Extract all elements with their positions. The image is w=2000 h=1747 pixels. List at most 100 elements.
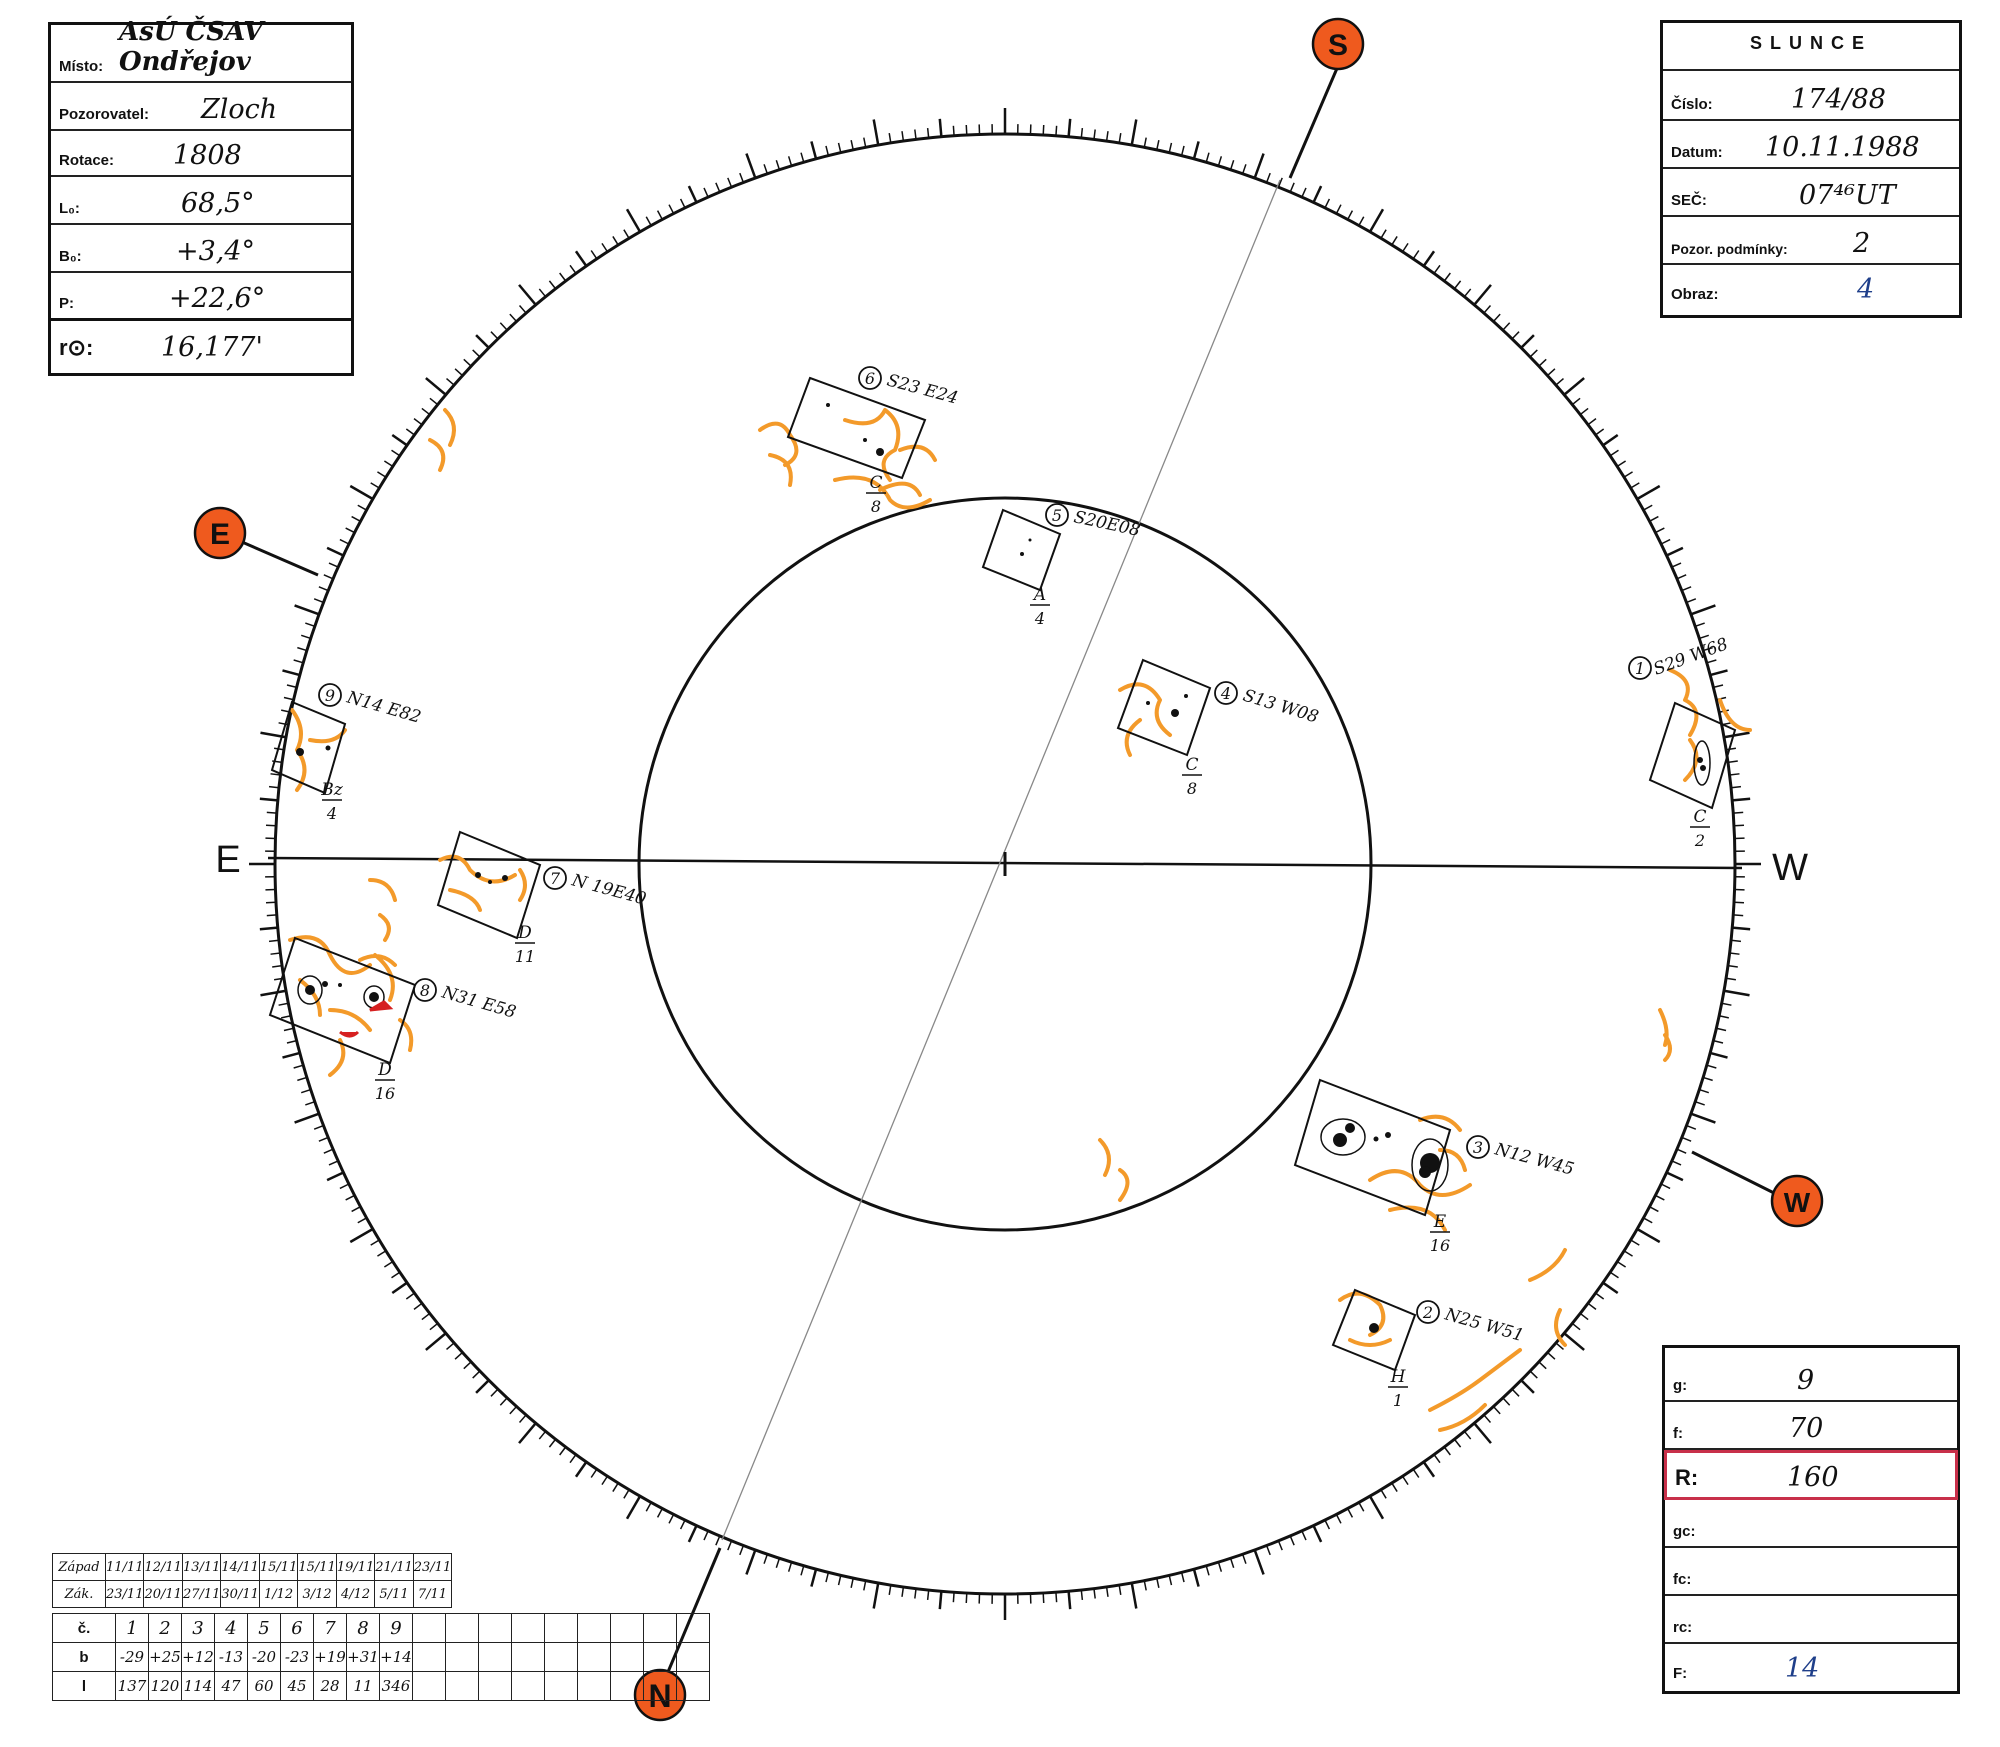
degree-tick: [1649, 1206, 1659, 1213]
degree-tick: [518, 1422, 537, 1444]
degree-tick: [326, 1171, 344, 1182]
degree-tick: [405, 1292, 415, 1300]
table-cell: +31: [346, 1642, 380, 1672]
degree-tick: [1105, 131, 1109, 142]
degree-tick: [1630, 482, 1640, 489]
degree-tick: [1301, 1530, 1307, 1541]
degree-tick: [1055, 125, 1058, 136]
degree-tick: [1289, 182, 1295, 193]
degree-tick: [1732, 797, 1751, 802]
degree-tick: [282, 669, 301, 677]
degree-tick: [810, 1568, 818, 1587]
degree-tick: [1609, 449, 1619, 457]
table-cell: 20/11: [143, 1580, 183, 1608]
degree-tick: [926, 127, 930, 139]
degree-tick: [1118, 1584, 1122, 1596]
group-position: N12 W45: [1492, 1139, 1576, 1180]
degree-tick: [863, 137, 867, 148]
table-cell: 15/11: [297, 1553, 337, 1581]
b0-row: B₀: +3,4°: [51, 225, 351, 273]
degree-tick: [1511, 331, 1520, 340]
degree-tick: [1725, 977, 1737, 981]
degree-tick: [294, 604, 320, 616]
degree-tick: [345, 1194, 355, 1201]
degree-tick: [1067, 118, 1072, 137]
degree-tick: [901, 1586, 905, 1597]
table-cell: +14: [379, 1642, 413, 1672]
degree-tick: [518, 1414, 527, 1423]
empty-cell: [643, 1642, 677, 1672]
b0-label: B₀:: [59, 248, 82, 265]
degree-tick: [872, 1582, 880, 1609]
degree-tick: [391, 1281, 408, 1295]
degree-tick: [1289, 1535, 1295, 1546]
degree-tick: [1241, 164, 1247, 175]
empty-cell: [544, 1613, 578, 1643]
degree-tick: [472, 349, 481, 358]
p-row: P: +22,6°: [51, 273, 351, 321]
empty-cell: [643, 1671, 677, 1701]
degree-tick: [446, 377, 455, 386]
empty-cell: [412, 1671, 446, 1701]
table-cell: 3: [181, 1613, 215, 1643]
degree-tick: [1391, 236, 1398, 246]
degree-tick: [377, 1250, 387, 1257]
degree-tick: [328, 1160, 339, 1166]
empty-cell: [577, 1671, 611, 1701]
group-frames: [268, 376, 1737, 1372]
degree-tick: [297, 1076, 308, 1082]
table-cell: 13/11: [181, 1553, 222, 1581]
degree-tick: [623, 1489, 630, 1499]
degree-tick: [1587, 418, 1597, 426]
degree-tick: [490, 331, 499, 340]
degree-tick: [1067, 1591, 1072, 1610]
degree-tick: [1380, 229, 1387, 239]
f-label: f:: [1673, 1425, 1683, 1442]
degree-tick: [357, 1217, 367, 1224]
degree-tick: [270, 952, 281, 955]
degree-tick: [1727, 964, 1738, 968]
degree-tick: [763, 164, 769, 175]
row-label-zapad: Západ: [52, 1553, 106, 1581]
degree-tick: [1433, 264, 1441, 274]
degree-tick: [1643, 504, 1653, 511]
group-spot-count: 8: [1187, 779, 1197, 798]
table-cell: -20: [247, 1642, 281, 1672]
degree-tick: [1602, 433, 1619, 447]
table-cell: 2: [148, 1613, 182, 1643]
group-spot-count: 2: [1694, 831, 1705, 850]
degree-tick: [454, 368, 464, 377]
table-cell: 23/11: [412, 1553, 453, 1581]
time-label: SEČ:: [1671, 192, 1707, 209]
degree-tick: [1180, 1572, 1185, 1583]
east-pointer-line: [241, 540, 319, 577]
degree-tick: [1733, 901, 1745, 904]
degree-tick: [1643, 1217, 1653, 1224]
rotation-row: Rotace: 1808: [51, 131, 351, 177]
degree-tick: [1217, 1561, 1223, 1572]
degree-tick: [1324, 198, 1331, 209]
degree-tick: [1729, 773, 1740, 776]
degree-tick: [1358, 216, 1365, 226]
degree-tick: [590, 1468, 598, 1478]
group-class: A: [1032, 585, 1046, 605]
degree-tick: [370, 482, 380, 489]
west-letter: W: [1784, 1187, 1811, 1218]
degree-tick: [1368, 208, 1385, 233]
table-cell: +25: [148, 1642, 182, 1672]
degree-tick: [313, 1124, 324, 1130]
gc-label: gc:: [1673, 1523, 1696, 1540]
table-cell: 9: [379, 1613, 413, 1643]
location-label: Místo:: [59, 58, 104, 75]
degree-tick: [1727, 760, 1738, 764]
solar-disc-outline: [273, 132, 1737, 1596]
degree-tick: [509, 313, 518, 323]
empty-cell: [577, 1613, 611, 1643]
f-value: 70: [1789, 1413, 1824, 1444]
degree-tick: [1666, 1171, 1684, 1182]
table-cell: 60: [247, 1671, 281, 1701]
group-spot-count: 4: [326, 804, 337, 823]
table-cell: 11: [346, 1671, 380, 1701]
degree-tick: [1733, 824, 1745, 827]
degree-tick-marks: [249, 108, 1761, 1620]
